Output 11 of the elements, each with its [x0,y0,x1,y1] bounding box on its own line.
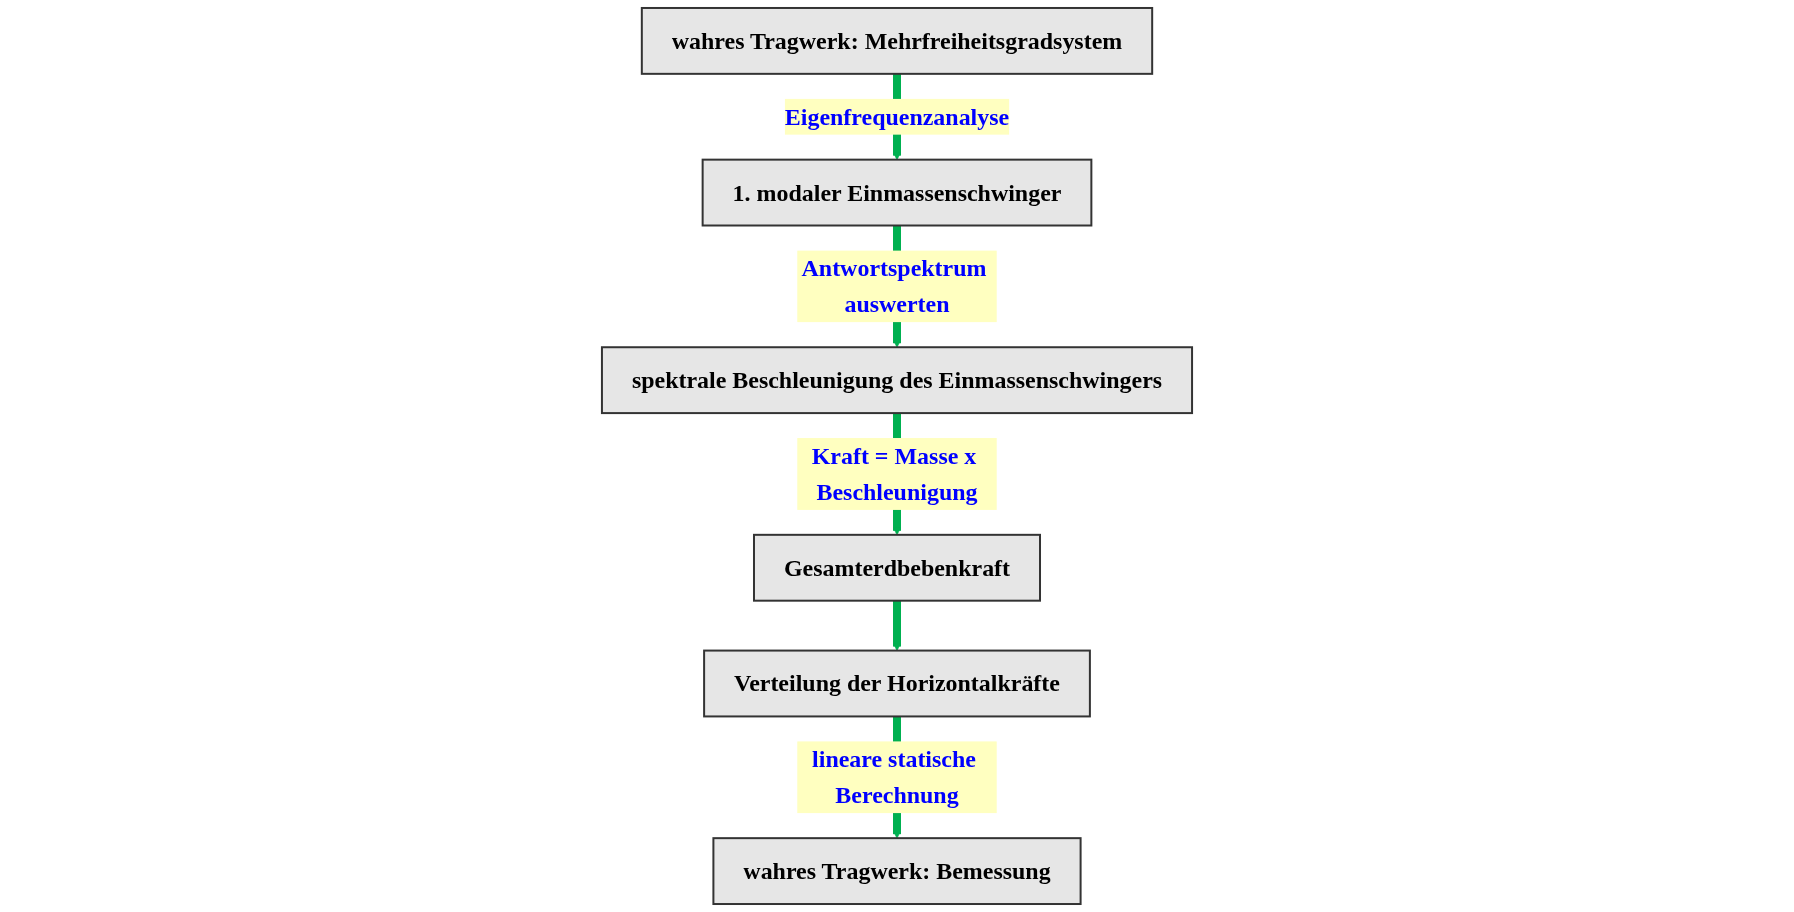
edge-label: Kraft = Masse x Beschleunigung [811,443,978,505]
node-box: Gesamterdbebenkraft [753,533,1041,602]
node-box: Verteilung der Horizontalkräfte [703,649,1091,718]
node-box: wahres Tragwerk: Bemessung [712,837,1082,905]
edge-label: lineare statische Berechnung [812,746,976,809]
node-box: spektrale Beschleunigung des Einmassenschwingers [600,346,1194,415]
arrow [892,600,902,651]
edge-label: Eigenfrequenzanalyse [784,103,1010,130]
node-box: wahres Tragwerk: Mehrfreiheitsgradsystem [640,7,1154,75]
edge-label: Antwortspektrum auswerten [801,255,987,318]
node-box: 1. modaler Einmassenschwinger [701,158,1093,227]
